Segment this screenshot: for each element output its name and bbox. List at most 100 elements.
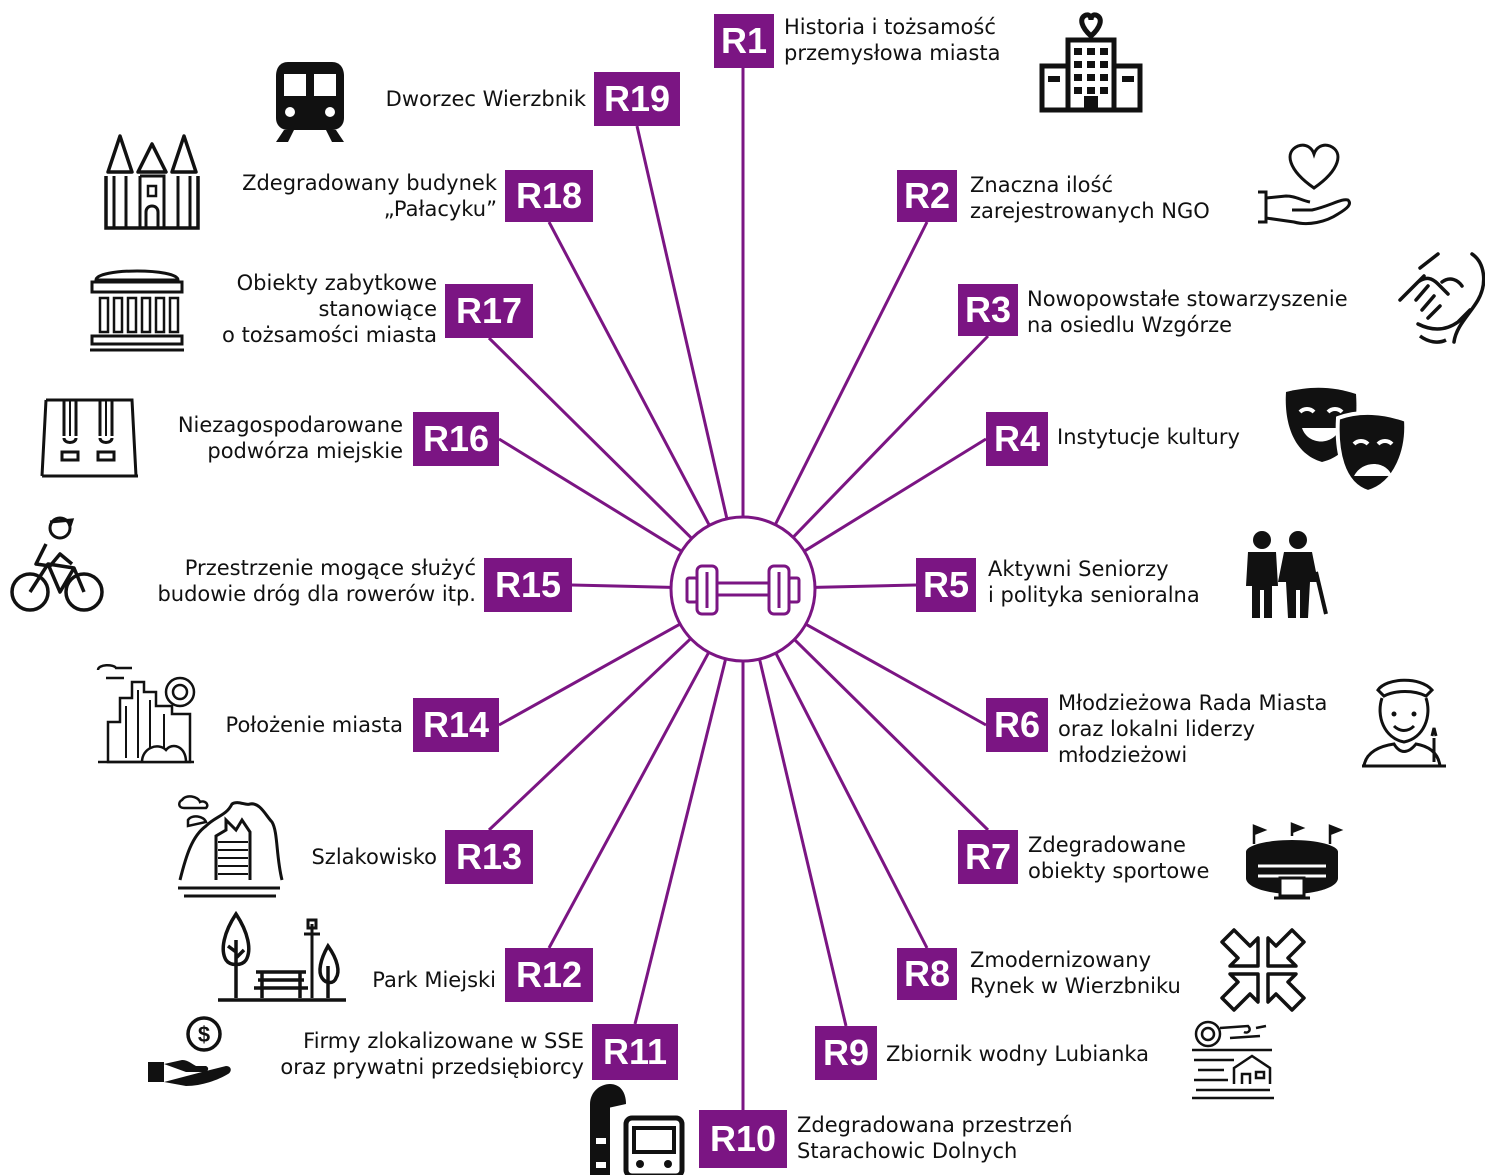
spoke-r7 (793, 638, 990, 832)
label-line: Starachowic Dolnych (797, 1139, 1018, 1163)
swings-icon (40, 398, 138, 478)
badge-r2: R2 (897, 170, 957, 222)
label-line: Obiekty zabytkowe (236, 271, 437, 295)
hub-circle (669, 515, 817, 663)
label-r13: Szlakowisko (311, 844, 437, 870)
label-r4: Instytucje kultury (1057, 424, 1240, 450)
handshake-icon (1398, 252, 1485, 344)
train-icon (276, 62, 344, 142)
seniors-icon (1246, 531, 1328, 618)
palace-icon (104, 134, 200, 230)
spoke-r17 (487, 336, 693, 540)
label-r14: Położenie miasta (226, 712, 403, 738)
badge-r10: R10 (699, 1110, 787, 1168)
badge-r6: R6 (986, 698, 1048, 752)
spoke-r19 (635, 125, 729, 520)
label-line: Zbiornik wodny Lubianka (886, 1042, 1150, 1066)
badge-r15: R15 (484, 558, 572, 612)
label-line: o tożsamości miasta (222, 323, 437, 347)
money-hand-icon: $ (148, 1016, 231, 1086)
badge-r13: R13 (445, 830, 533, 884)
spoke-r12 (547, 651, 711, 949)
park-icon (218, 910, 346, 1002)
spoke-r4 (803, 437, 987, 553)
label-line: oraz prywatni przedsiębiorcy (280, 1055, 584, 1079)
label-line: Szlakowisko (311, 845, 437, 869)
spoke-r13 (487, 637, 692, 832)
label-line: Rynek w Wierzbniku (970, 974, 1181, 998)
spoke-r15 (571, 583, 672, 589)
label-line: obiekty sportowe (1028, 859, 1210, 883)
badge-r19: R19 (594, 72, 680, 126)
label-line: Niezagospodarowane (177, 413, 403, 437)
slag-heap-icon (178, 795, 284, 898)
label-line: Przestrzenie mogące służyć (184, 556, 476, 580)
monument-icon (90, 269, 184, 352)
spoke-r9 (758, 658, 848, 1027)
bus-stop-icon (590, 1084, 685, 1175)
label-line: Znaczna ilość (970, 173, 1113, 197)
spoke-r14 (498, 622, 681, 727)
label-line: Zdegradowany budynek (242, 171, 497, 195)
label-line: Położenie miasta (225, 713, 403, 737)
label-line: Firmy zlokalizowane w SSE (303, 1029, 584, 1053)
spoke-r11 (633, 658, 728, 1025)
badge-r11: R11 (592, 1024, 678, 1080)
badge-r14: R14 (413, 698, 499, 752)
badge-r7: R7 (958, 830, 1018, 884)
badge-r5: R5 (916, 558, 976, 612)
badge-r18: R18 (505, 170, 593, 222)
badge-r3: R3 (958, 284, 1018, 336)
spoke-r16 (498, 437, 683, 553)
badge-r12: R12 (505, 948, 593, 1002)
label-line: Dworzec Wierzbnik (385, 87, 586, 111)
label-line: oraz lokalni liderzy (1058, 717, 1256, 741)
stadium-icon (1246, 822, 1344, 900)
svg-text:$: $ (198, 1022, 210, 1047)
label-line: Zdegradowana przestrzeń (797, 1113, 1073, 1137)
label-line: Zmodernizowany (970, 948, 1152, 972)
city-icon (96, 664, 196, 764)
label-line: Młodzieżowa Rada Miasta (1058, 691, 1328, 715)
label-line: i polityka senioralna (988, 583, 1200, 607)
label-r12: Park Miejski (372, 967, 496, 993)
arrows-inward-icon (1220, 928, 1306, 1012)
label-line: Zdegradowane (1028, 833, 1186, 857)
spoke-r5 (814, 583, 917, 589)
label-line: stanowiące (318, 297, 437, 321)
badge-r1: R1 (714, 14, 774, 68)
youth-leader-icon (1362, 678, 1446, 768)
spoke-r18 (547, 221, 711, 527)
label-line: zarejestrowanych NGO (970, 199, 1210, 223)
label-line: „Pałacyku” (383, 197, 497, 221)
label-r18: Zdegradowany budynek„Pałacyku” (242, 170, 497, 222)
label-line: Park Miejski (372, 968, 496, 992)
label-line: podwórza miejskie (207, 439, 403, 463)
spoke-r2 (773, 221, 929, 526)
badge-r9: R9 (815, 1026, 877, 1080)
label-line: Nowopowstałe stowarzyszenie (1027, 287, 1348, 311)
badge-r4: R4 (986, 412, 1048, 466)
label-line: na osiedlu Wzgórze (1027, 313, 1233, 337)
spoke-r8 (774, 652, 929, 949)
badge-r8: R8 (897, 948, 957, 1000)
label-line: młodzieżowi (1058, 743, 1188, 767)
badge-r16: R16 (413, 412, 499, 466)
cyclist-icon (10, 516, 104, 612)
spoke-r3 (792, 334, 990, 539)
label-line: Instytucje kultury (1057, 425, 1240, 449)
label-line: Historia i tożsamość (784, 15, 996, 39)
factory-heart-icon (1039, 12, 1143, 113)
